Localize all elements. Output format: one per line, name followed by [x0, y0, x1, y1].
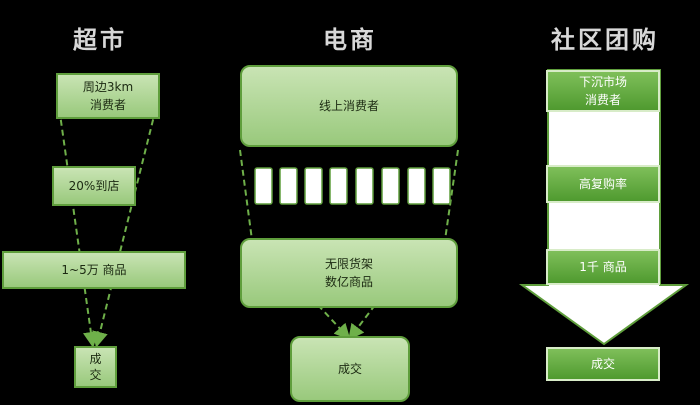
ecommerce-online-consumers-box: 线上消费者	[240, 65, 458, 147]
shelf-slot	[355, 167, 374, 205]
shelf-slot	[279, 167, 298, 205]
ecom-left-line	[239, 149, 253, 241]
shelf-slot	[407, 167, 426, 205]
shelf-slot	[432, 167, 451, 205]
ecommerce-infinite-shelf-box: 无限货架 数亿商品	[240, 238, 458, 308]
ecom-right-line	[444, 149, 459, 241]
shelf-slot	[304, 167, 323, 205]
funnel-left-line	[57, 99, 99, 348]
shelf-slot	[254, 167, 273, 205]
supermarket-products-box: 1~5万 商品	[2, 251, 186, 289]
community-products-box: 1千 商品	[546, 249, 660, 285]
community-deal-box: 成交	[546, 347, 660, 381]
title-ecommerce: 电商	[323, 25, 377, 54]
supermarket-consumers-box: 周边3km 消费者	[56, 73, 160, 119]
community-consumers-box: 下沉市场 消费者	[546, 70, 660, 112]
supermarket-deal-box: 成 交	[74, 346, 117, 388]
shelf-slot	[381, 167, 400, 205]
ecom-to-deal-left	[317, 304, 351, 340]
community-repurchase-box: 高复购率	[546, 165, 660, 203]
ecom-to-deal-right	[348, 304, 376, 341]
title-community: 社区团购	[551, 25, 659, 54]
ecommerce-deal-box: 成交	[290, 336, 410, 402]
shelf-slot	[329, 167, 348, 205]
title-supermarket: 超市	[73, 25, 127, 54]
shelf-slots	[254, 167, 451, 205]
funnel-right-line	[92, 99, 159, 348]
supermarket-visit-rate-box: 20%到店	[52, 166, 136, 206]
